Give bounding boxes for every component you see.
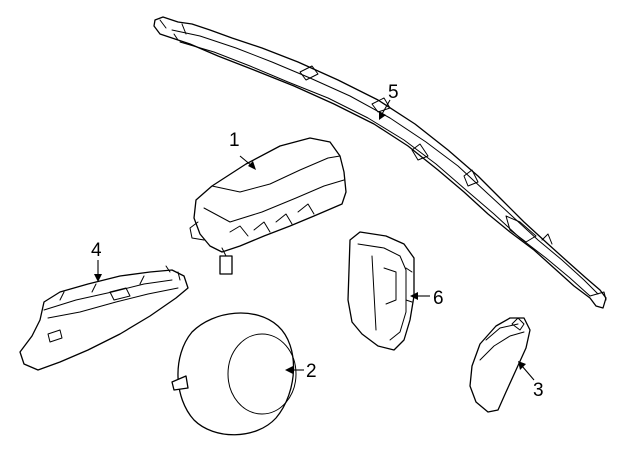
callout-4: 4 <box>91 240 102 261</box>
callout-2: 2 <box>306 361 317 382</box>
part-1-passenger-airbag <box>189 137 347 275</box>
callout-1: 1 <box>229 130 240 151</box>
part-6-sensor-module <box>347 231 415 351</box>
callout-leaders <box>94 99 535 381</box>
part-4-knee-airbag <box>19 265 189 371</box>
callout-3: 3 <box>533 380 544 401</box>
callout-5: 5 <box>388 82 399 103</box>
part-3-side-airbag <box>469 317 531 413</box>
callout-6: 6 <box>433 288 444 309</box>
part-5-curtain-airbag <box>153 16 607 309</box>
part-2-driver-airbag <box>171 312 297 436</box>
